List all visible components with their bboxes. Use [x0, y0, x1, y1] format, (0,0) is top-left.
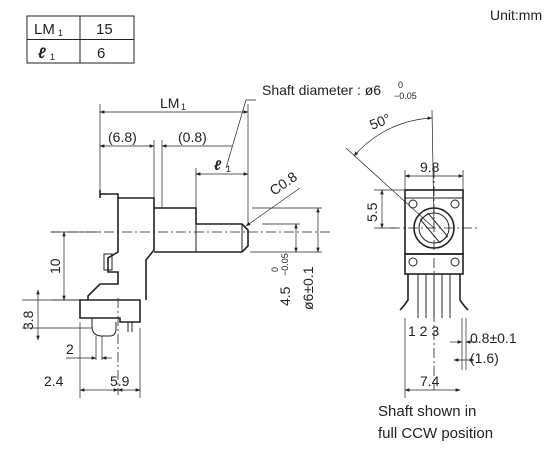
dim-angle: 50°	[367, 110, 393, 133]
shaft-tol-upper: 0	[398, 80, 403, 90]
table-row: ℓ 1 6	[38, 45, 105, 62]
note-line-2: full CCW position	[378, 425, 493, 442]
table-value: 6	[97, 45, 105, 62]
shaft-tol-lower: −0.05	[394, 91, 417, 101]
front-view	[390, 168, 478, 390]
front-view-dimensions: 50° 9.8 5.5 1 2 3 0.8±0.1 (1.6) 7.4	[345, 109, 517, 398]
shaft-diameter-label: Shaft diameter : ø6	[262, 82, 381, 98]
dim-7-4: 7.4	[420, 373, 440, 389]
dim-4-5-tol-lower: −0.05	[280, 253, 290, 276]
dim-4-5-tol-upper: 0	[270, 267, 280, 272]
table-symbol: ℓ	[38, 45, 46, 62]
pin-numbers: 1 2 3	[408, 323, 439, 339]
dim-lm1-sub: 1	[181, 102, 186, 112]
chamfer-label: C0.8	[267, 168, 301, 198]
dim-l1: ℓ	[214, 157, 222, 173]
dim-0-8: (0.8)	[178, 129, 207, 145]
side-view-dimensions: LM 1 (6.8) (0.8) ℓ 1 Shaft diameter : ø6…	[20, 80, 417, 398]
dim-5-9: 5.9	[110, 373, 130, 389]
dim-l1-sub: 1	[226, 164, 231, 174]
dim-10: 10	[47, 258, 63, 274]
table-symbol-sub: 1	[58, 28, 63, 38]
dim-2-4: 2.4	[44, 373, 64, 389]
dim-2: 2	[66, 341, 74, 357]
note-line-1: Shaft shown in	[378, 403, 476, 420]
dim-4-5: 4.5	[277, 286, 293, 306]
dim-6-pm: ø6±0.1	[300, 266, 316, 310]
unit-label: Unit:mm	[490, 7, 542, 23]
dim-lm1: LM	[160, 95, 179, 111]
table-symbol-sub: 1	[50, 52, 55, 62]
table-row: LM 1 15	[34, 21, 113, 38]
dim-1-6: (1.6)	[470, 350, 499, 366]
dim-6-8: (6.8)	[108, 129, 137, 145]
table-symbol: LM	[34, 21, 55, 38]
side-view	[50, 190, 330, 395]
parameter-table: LM 1 15 ℓ 1 6	[26, 15, 135, 64]
table-value: 15	[96, 21, 113, 38]
dim-3-8: 3.8	[20, 310, 36, 330]
dim-9-8: 9.8	[420, 159, 440, 175]
dim-0-8-pm: 0.8±0.1	[470, 330, 517, 346]
dim-5-5: 5.5	[364, 202, 380, 222]
